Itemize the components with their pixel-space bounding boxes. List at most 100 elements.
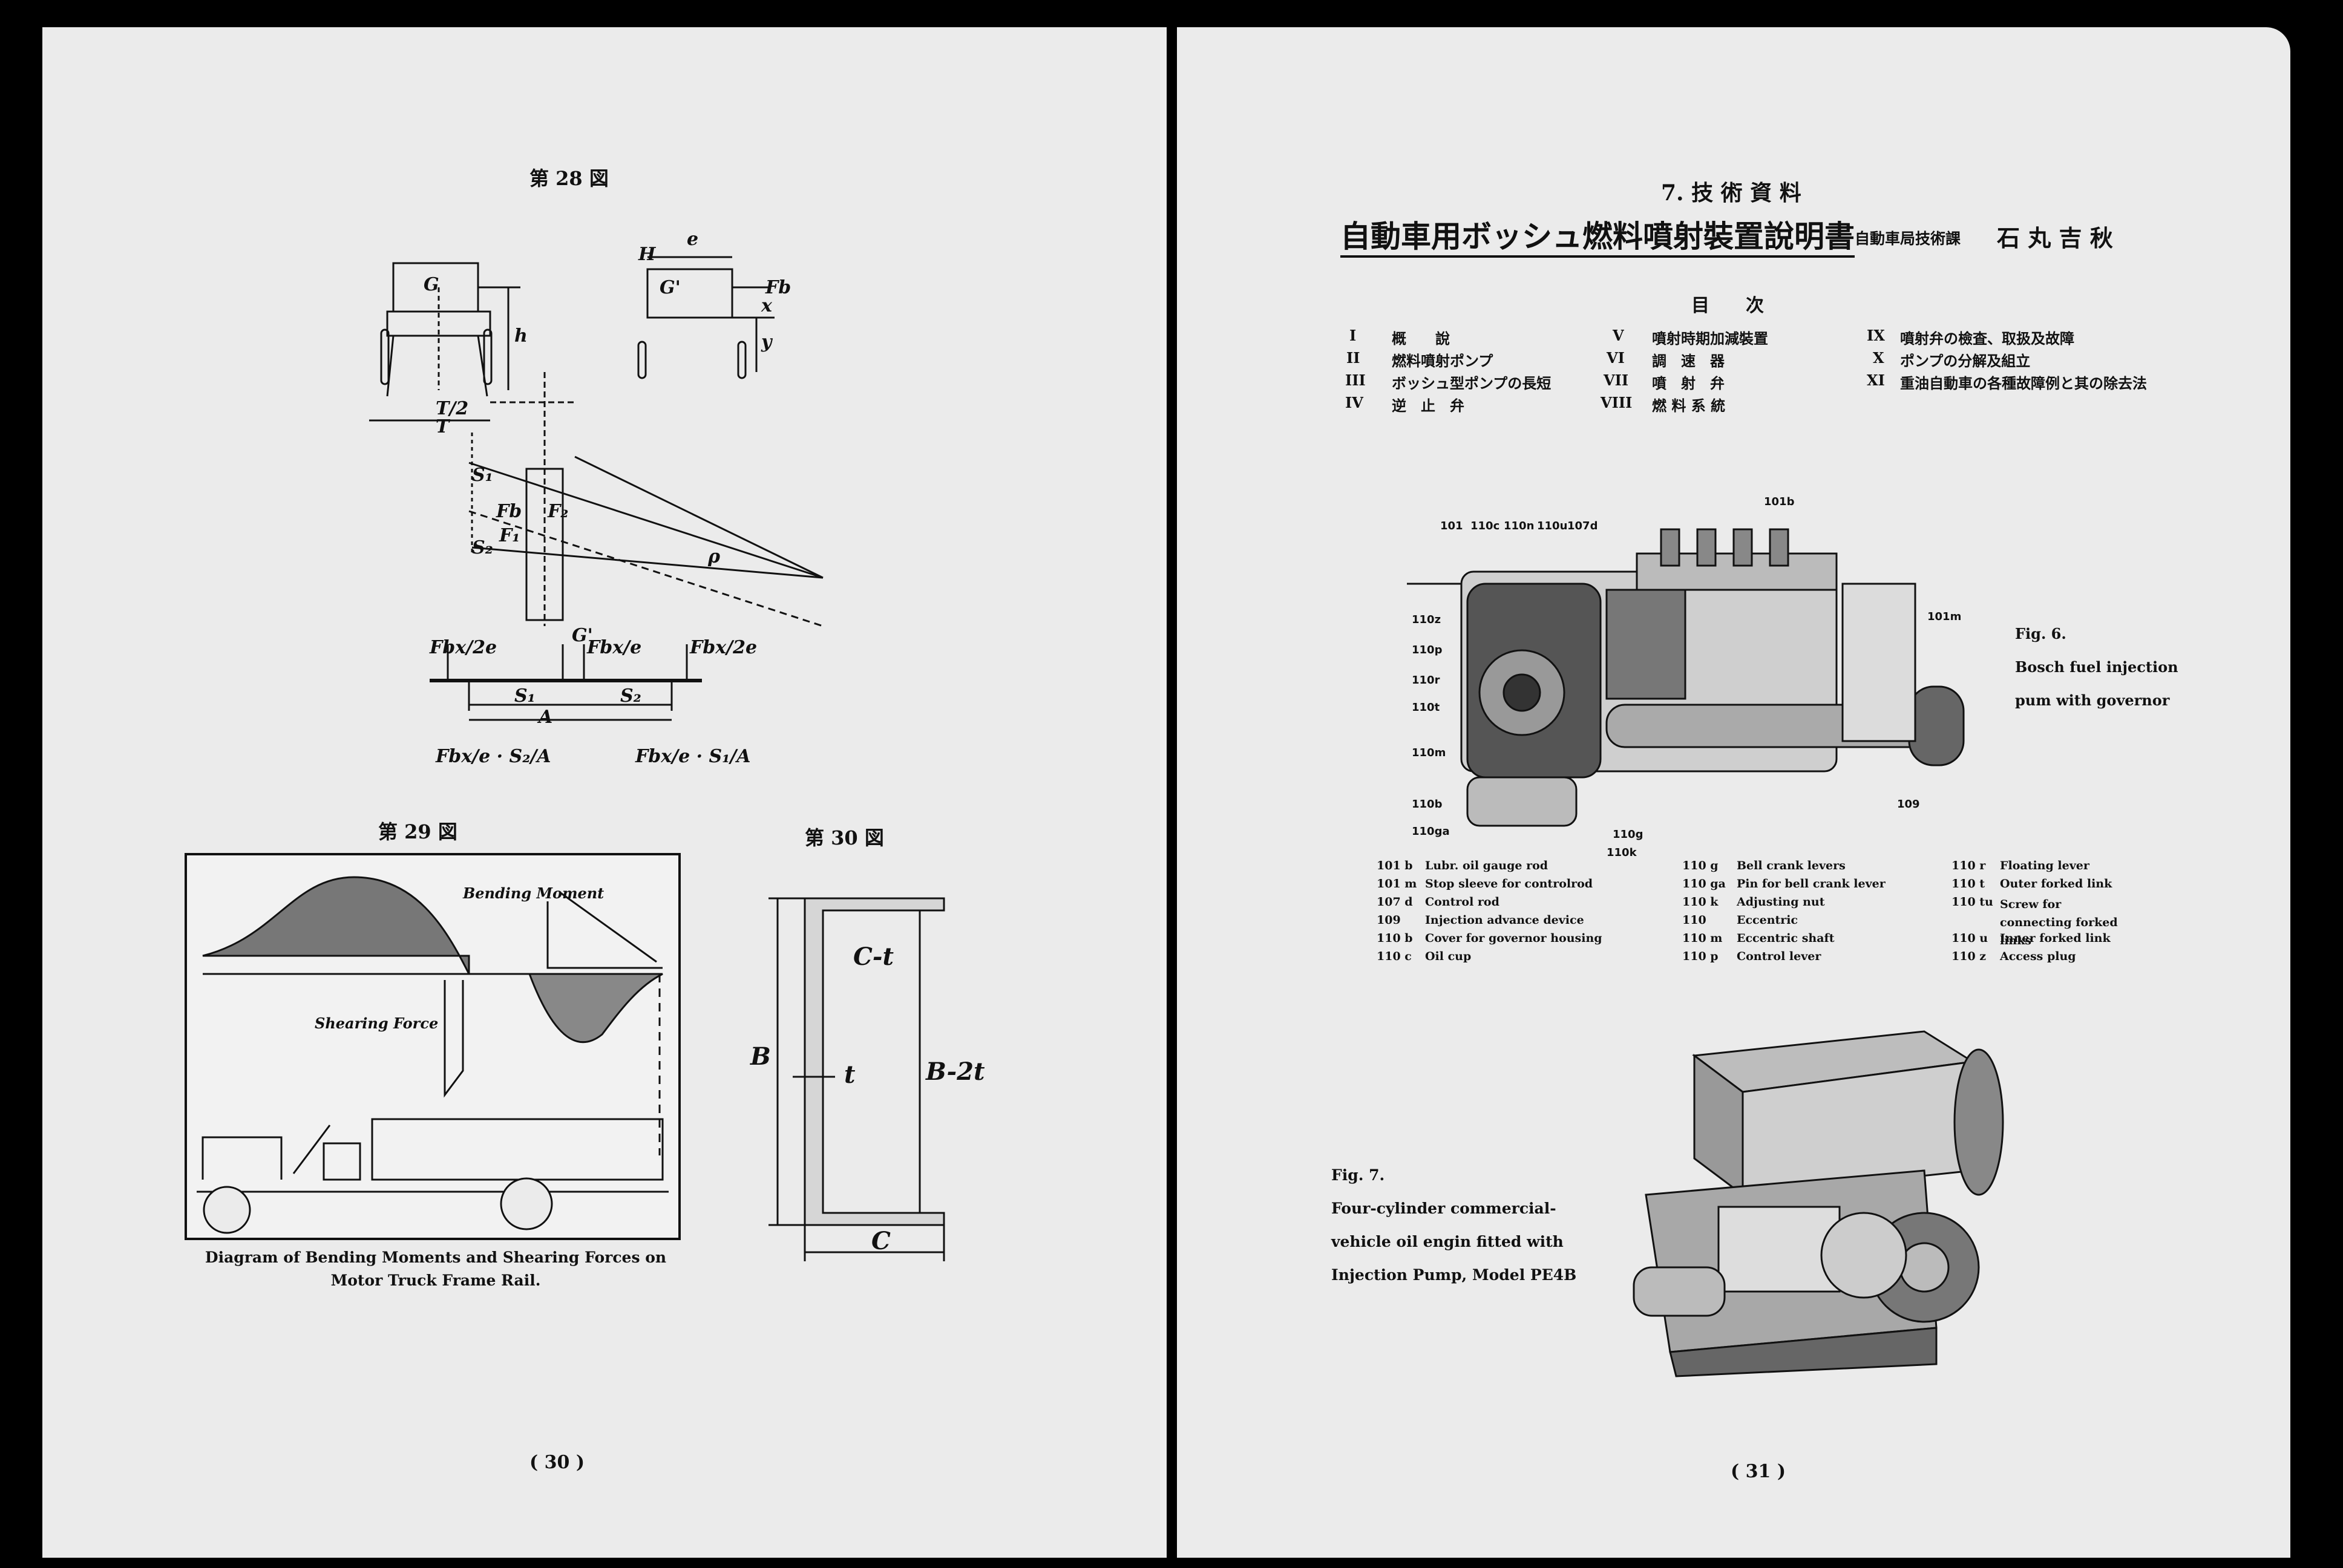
legend-code: 110 ga — [1682, 877, 1726, 890]
legend-desc: Bell crank levers — [1737, 859, 1846, 872]
label-T: T — [436, 416, 451, 437]
label-y: y — [761, 332, 773, 353]
label-Fb2: Fb — [496, 501, 522, 522]
left-page-number: ( 30 ) — [529, 1452, 585, 1473]
toc-heading: 目 次 — [1691, 295, 1764, 316]
legend-desc: Pin for bell crank lever — [1737, 877, 1886, 890]
legend-desc: Outer forked link — [2000, 877, 2112, 890]
label-F1: F₁ — [499, 525, 520, 546]
label-Fbx2e-left: Fbx/2e — [429, 637, 497, 658]
fig6-callout: 101 — [1440, 520, 1463, 532]
label-rho: ρ — [707, 546, 721, 567]
fig29-shearing-label: Shearing Force — [315, 1014, 438, 1032]
article-title: 自動車用ボッシュ燃料噴射裝置說明書 — [1340, 218, 1855, 258]
legend-desc: Injection advance device — [1425, 913, 1584, 927]
fig6-callout: 101m — [1927, 610, 1961, 623]
fig6-caption-line: pum with governor — [2015, 691, 2170, 709]
legend-code: 110 m — [1682, 932, 1723, 945]
label-S2: S₂ — [472, 537, 493, 558]
right-page-number: ( 31 ) — [1731, 1461, 1786, 1482]
label-Gp2: G' — [572, 625, 593, 646]
fig6-callout: 110ga — [1412, 825, 1450, 838]
label-G: G — [424, 274, 439, 295]
legend-desc: Control rod — [1425, 895, 1499, 909]
fig6-caption-line: Bosch fuel injection — [2015, 658, 2178, 676]
label-A: A — [537, 707, 552, 728]
toc-num: VIII — [1601, 394, 1633, 411]
fig6-caption: Fig. 6. Bosch fuel injection pum with go… — [2015, 617, 2178, 717]
label-x: x — [761, 295, 773, 316]
fig29-title: 第 29 図 — [378, 820, 457, 843]
legend-code: 110 g — [1682, 859, 1719, 872]
legend-code: 110 r — [1951, 859, 1986, 872]
fig7-caption: Fig. 7. Four-cylinder commercial-vehicle… — [1331, 1158, 1594, 1292]
fig7-caption-line: Fig. 7. — [1331, 1166, 1385, 1184]
legend-desc: Oil cup — [1425, 950, 1472, 963]
toc-num: IX — [1867, 327, 1885, 344]
label-Fb: Fb — [765, 277, 791, 298]
fig6-callout: 110u — [1537, 520, 1567, 532]
legend-desc: Adjusting nut — [1737, 895, 1825, 909]
toc-item: 燃 料 系 統 — [1652, 397, 1726, 414]
fig30-title: 第 30 図 — [805, 826, 884, 849]
toc-num: II — [1346, 349, 1360, 367]
fig28-title: 第 28 図 — [529, 167, 609, 190]
toc-num: V — [1613, 327, 1624, 344]
fig29-caption: Diagram of Bending Moments and Shearing … — [205, 1249, 667, 1289]
fig30-label-ct: C-t — [853, 942, 894, 971]
fig6-pump-illustration: 101 110c 110n 110u 107d 101b 101m 110z 1… — [1407, 495, 1965, 859]
legend-desc: Eccentric — [1737, 913, 1798, 927]
fig30-label-C: C — [871, 1227, 891, 1255]
fig29-bending-label: Bending Moment — [462, 884, 604, 902]
fig29-diagram: Bending Moment Shearing Force — [185, 853, 681, 1240]
legend-code: 110 u — [1951, 932, 1988, 945]
toc-item: 噴射時期加減裝置 — [1652, 330, 1768, 347]
legend-desc: Lubr. oil gauge rod — [1425, 859, 1548, 872]
legend-desc: Access plug — [2000, 950, 2076, 963]
toc-item: ボッシュ型ポンプの長短 — [1392, 374, 1552, 392]
legend-code: 110 p — [1682, 950, 1719, 963]
label-Fbx2e-right: Fbx/2e — [689, 637, 757, 658]
right-page: 7. 技 術 資 料 自動車用ボッシュ燃料噴射裝置說明書 自動車局技術課 石 丸… — [1177, 27, 2290, 1558]
legend-desc: Stop sleeve for controlrod — [1425, 877, 1593, 890]
fig6-callout: 101b — [1764, 495, 1795, 508]
legend-code: 110 k — [1682, 895, 1719, 909]
toc-item: 概 說 — [1392, 330, 1450, 347]
fig6-callout: 107d — [1567, 520, 1598, 532]
fig6-callout: 110t — [1412, 701, 1440, 714]
legend-code: 109 — [1377, 913, 1401, 927]
fig6-caption-line: Fig. 6. — [2015, 625, 2066, 642]
label-e: e — [687, 229, 698, 250]
fig6-callout: 110g — [1613, 828, 1643, 841]
legend-code: 101 m — [1377, 877, 1417, 890]
author-affiliation: 自動車局技術課 — [1855, 230, 1961, 247]
label-Fbxe: Fbx/e — [586, 637, 641, 658]
fig6-callout: 110m — [1412, 746, 1446, 759]
fig28-diagram: G G' H e Fb x y h T/2 T S₁ S₂ Fb F₁ F₂ ρ… — [369, 229, 824, 767]
toc-num: XI — [1867, 371, 1885, 389]
legend-desc: Floating lever — [2000, 859, 2089, 872]
fig6-callout: 110n — [1504, 520, 1534, 532]
legend-desc: Inner forked link — [2000, 932, 2111, 945]
fig30-label-b2t: B-2t — [925, 1057, 985, 1086]
fig7-engine-illustration — [1633, 1030, 2004, 1377]
legend-desc: Control lever — [1737, 950, 1821, 963]
toc-item: 調 速 器 — [1652, 352, 1725, 370]
label-S1b: S₁ — [514, 685, 536, 707]
fig6-callout: 110b — [1412, 798, 1443, 811]
toc-item: 逆 止 弁 — [1392, 397, 1464, 414]
toc-num: I — [1349, 327, 1357, 344]
toc-item: ポンプの分解及組立 — [1900, 352, 2031, 370]
fig6-callout: 110k — [1607, 846, 1637, 859]
fig30-diagram: C-t B B-2t t C — [750, 897, 985, 1261]
label-h: h — [514, 325, 528, 347]
legend-code: 110 — [1682, 913, 1706, 927]
legend-desc: Eccentric shaft — [1737, 932, 1835, 945]
label-S2b: S₂ — [620, 685, 641, 707]
legend-desc: Screw for connecting forked links — [2000, 898, 2118, 947]
toc-num: IV — [1345, 394, 1363, 411]
toc-num: III — [1345, 371, 1366, 389]
author-name: 石 丸 吉 秋 — [1997, 224, 2113, 252]
label-bot-right: Fbx/e · S₁/A — [635, 746, 751, 767]
toc-item: 燃料噴射ポンプ — [1392, 352, 1493, 370]
